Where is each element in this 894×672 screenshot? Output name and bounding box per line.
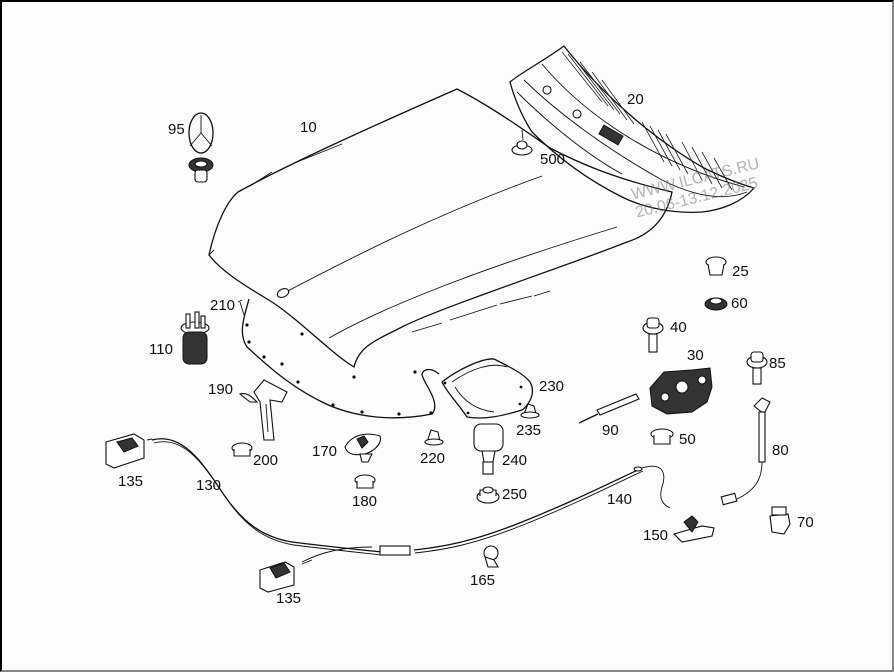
callout-85[interactable]: 85 bbox=[769, 355, 786, 372]
callout-200[interactable]: 200 bbox=[253, 452, 279, 469]
hood-hinge-part[interactable] bbox=[238, 379, 288, 441]
callout-135-top[interactable]: 135 bbox=[118, 473, 144, 490]
callout-20[interactable]: 20 bbox=[627, 91, 644, 108]
callout-500[interactable]: 500 bbox=[540, 151, 566, 168]
callout-235[interactable]: 235 bbox=[516, 422, 542, 439]
hood-latch-part[interactable] bbox=[649, 367, 713, 415]
bolt-40-part[interactable] bbox=[642, 317, 664, 353]
plug-part[interactable] bbox=[511, 140, 533, 156]
nut-180-part[interactable] bbox=[354, 474, 376, 489]
hood-part[interactable] bbox=[208, 88, 673, 369]
callout-250[interactable]: 250 bbox=[502, 486, 528, 503]
callout-170[interactable]: 170 bbox=[312, 443, 338, 460]
leader-lines bbox=[237, 129, 524, 303]
retainer-plate-part[interactable] bbox=[344, 433, 381, 463]
clip-connector-part[interactable] bbox=[769, 506, 791, 535]
insulation-pad-part[interactable] bbox=[441, 358, 534, 419]
cowl-panel-part[interactable] bbox=[509, 45, 756, 213]
nut-250-part[interactable] bbox=[476, 486, 500, 504]
grommet-nut-25-part[interactable] bbox=[705, 256, 727, 276]
callout-220[interactable]: 220 bbox=[420, 450, 446, 467]
callout-180[interactable]: 180 bbox=[352, 493, 378, 510]
callout-50[interactable]: 50 bbox=[679, 431, 696, 448]
rubber-stop-part[interactable] bbox=[473, 423, 504, 475]
safety-catch-part[interactable] bbox=[672, 515, 715, 543]
callout-110[interactable]: 110 bbox=[149, 341, 173, 358]
callout-80[interactable]: 80 bbox=[772, 442, 789, 459]
callout-230[interactable]: 230 bbox=[539, 378, 565, 395]
buffer-60-part[interactable] bbox=[704, 297, 728, 311]
callout-25[interactable]: 25 bbox=[732, 263, 749, 280]
callout-190[interactable]: 190 bbox=[208, 381, 234, 398]
callout-140[interactable]: 140 bbox=[607, 491, 633, 508]
nut-50-part[interactable] bbox=[650, 428, 674, 445]
clip-220-part[interactable] bbox=[424, 429, 444, 446]
callout-135-bottom[interactable]: 135 bbox=[276, 590, 302, 607]
callout-95[interactable]: 95 bbox=[168, 121, 185, 138]
callout-210[interactable]: 210 bbox=[210, 297, 236, 314]
star-emblem-part[interactable] bbox=[188, 112, 214, 183]
callout-240[interactable]: 240 bbox=[502, 452, 528, 469]
clip-235-part[interactable] bbox=[520, 403, 540, 419]
insulation-mat-part[interactable] bbox=[239, 298, 440, 419]
callout-10[interactable]: 10 bbox=[300, 119, 317, 136]
callout-60[interactable]: 60 bbox=[731, 295, 748, 312]
release-cable-130-part[interactable] bbox=[151, 438, 411, 563]
gas-strut-part[interactable] bbox=[720, 397, 771, 506]
callout-90[interactable]: 90 bbox=[602, 422, 619, 439]
nut-200-part[interactable] bbox=[231, 442, 253, 457]
callout-40[interactable]: 40 bbox=[670, 319, 687, 336]
release-cable-140-part[interactable] bbox=[413, 465, 671, 554]
callout-70[interactable]: 70 bbox=[797, 514, 814, 531]
spring-buffer-part[interactable] bbox=[180, 311, 210, 365]
callout-165[interactable]: 165 bbox=[470, 572, 496, 589]
release-handle-top-part[interactable] bbox=[105, 433, 153, 469]
release-handle-bottom-part[interactable] bbox=[259, 559, 313, 593]
callout-150[interactable]: 150 bbox=[643, 527, 669, 544]
bolt-85-part[interactable] bbox=[746, 351, 768, 385]
callout-30[interactable]: 30 bbox=[687, 347, 704, 364]
callout-130[interactable]: 130 bbox=[196, 477, 222, 494]
spring-rod-part[interactable] bbox=[578, 393, 640, 424]
cable-clip-part[interactable] bbox=[483, 545, 499, 568]
